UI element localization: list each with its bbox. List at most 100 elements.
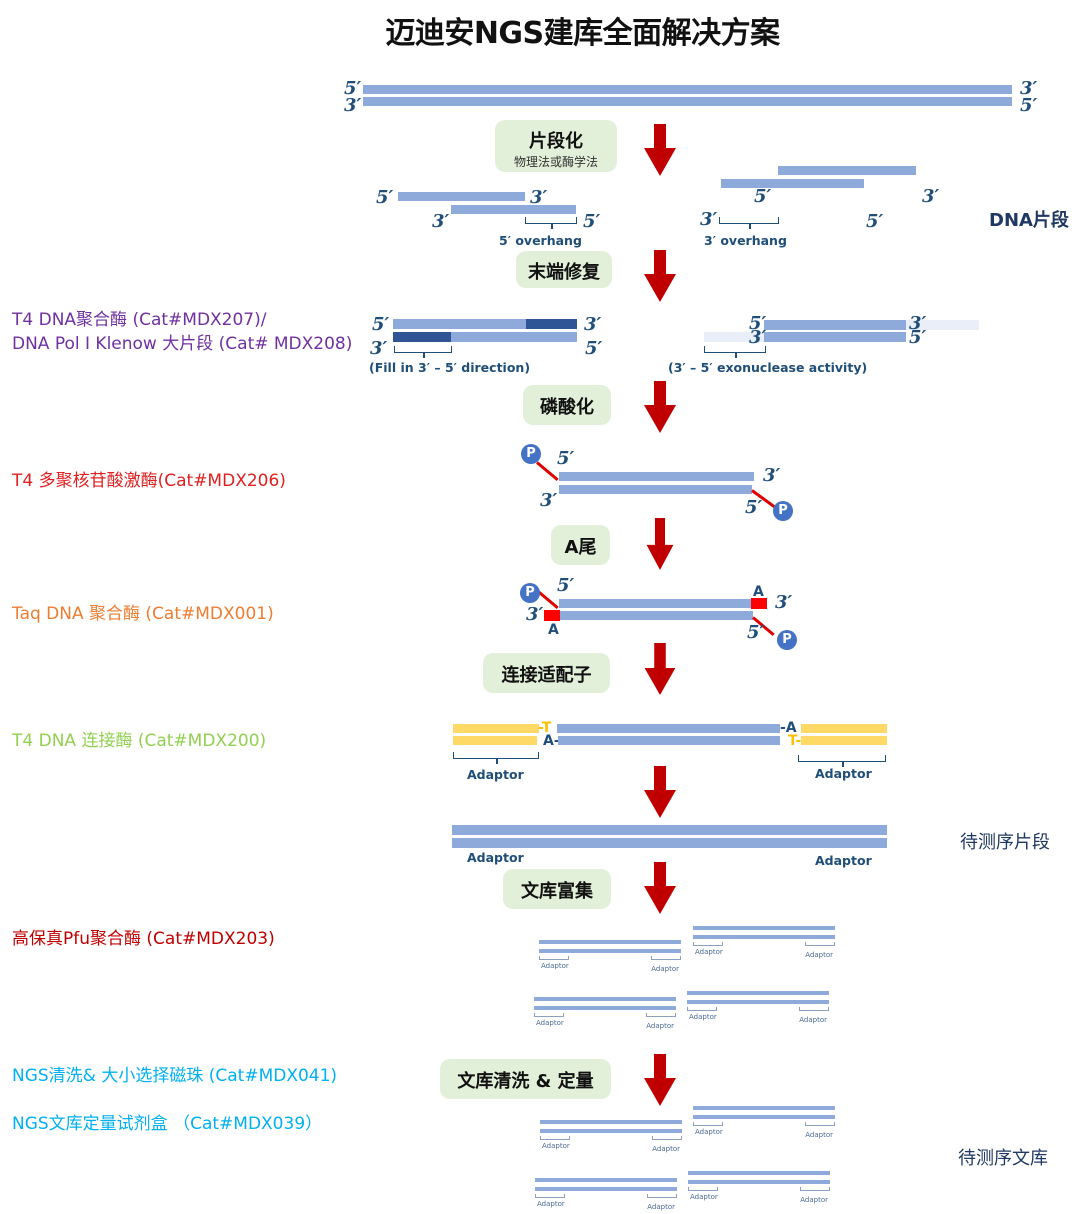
end-label: 5′ bbox=[557, 575, 575, 596]
adaptor-label: Adaptor bbox=[799, 1016, 827, 1024]
end-label: 5′ bbox=[747, 622, 765, 643]
end-label: 5′ bbox=[866, 211, 884, 232]
dna-strand bbox=[559, 485, 752, 494]
adaptor-label: Adaptor bbox=[651, 965, 679, 973]
dna-strand bbox=[559, 611, 753, 620]
adaptor-label: Adaptor bbox=[537, 1200, 565, 1208]
enzyme-t4-dna-polymerase: T4 DNA聚合酶 (Cat#MDX207)/ bbox=[12, 310, 267, 330]
down-arrow-icon bbox=[644, 124, 676, 176]
step-end-repair: 末端修复 bbox=[516, 251, 612, 288]
dna-strand bbox=[398, 192, 525, 201]
label-dna-fragment: DNA片段 bbox=[989, 210, 1069, 231]
ligation-base: A- bbox=[543, 733, 560, 749]
step-label: 连接适配子 bbox=[501, 665, 592, 686]
base-a-label: A bbox=[753, 584, 764, 600]
exonuclease-brace bbox=[704, 346, 766, 358]
phosphate-icon: P bbox=[777, 630, 797, 650]
adaptor-strand bbox=[801, 724, 887, 733]
down-arrow-icon bbox=[644, 381, 676, 433]
adaptor-label: Adaptor bbox=[690, 1193, 718, 1201]
overhang-brace bbox=[719, 217, 779, 229]
end-label: 3′ bbox=[584, 314, 602, 335]
step-label: 文库清洗 & 定量 bbox=[457, 1071, 594, 1092]
product-library-quant-kit: NGS文库定量试剂盒 （Cat#MDX039） bbox=[12, 1114, 323, 1134]
adaptor-label: Adaptor bbox=[467, 850, 524, 865]
dna-strand bbox=[559, 599, 751, 608]
annotation-fill-in: (Fill in 3′ – 5′ direction) bbox=[369, 360, 531, 375]
base-a-label: A bbox=[548, 622, 559, 638]
enzyme-taq-polymerase: Taq DNA 聚合酶 (Cat#MDX001) bbox=[12, 604, 274, 624]
ligation-base: -T bbox=[538, 720, 552, 736]
step-label: 片段化 bbox=[529, 131, 583, 152]
end-label: 3′ bbox=[432, 211, 450, 232]
step-label: A尾 bbox=[564, 537, 597, 558]
removed-segment bbox=[704, 332, 764, 342]
end-label: 3′ bbox=[540, 490, 558, 511]
adaptor-label: Adaptor bbox=[805, 1131, 833, 1139]
phosphate-icon: P bbox=[521, 444, 541, 464]
adaptor-label: Adaptor bbox=[467, 767, 524, 782]
adaptor-label: Adaptor bbox=[542, 1142, 570, 1150]
adaptor-label: Adaptor bbox=[695, 1128, 723, 1136]
dna-strand bbox=[451, 205, 576, 214]
mini-fragment: Adaptor Adaptor bbox=[687, 991, 829, 1027]
adaptor-strand bbox=[453, 736, 537, 745]
fill-in-segment bbox=[526, 319, 577, 329]
down-arrow-icon bbox=[646, 518, 674, 570]
fill-in-segment bbox=[393, 332, 451, 342]
down-arrow-icon bbox=[644, 862, 676, 914]
step-label: 磷酸化 bbox=[540, 397, 594, 418]
product-ngs-beads: NGS清洗& 大小选择磁珠 (Cat#MDX041) bbox=[12, 1066, 338, 1086]
step-sublabel: 物理法或酶学法 bbox=[513, 155, 598, 169]
end-label: 5′ bbox=[1020, 95, 1038, 116]
adaptor-label: Adaptor bbox=[815, 766, 872, 781]
enzyme-pfu-polymerase: 高保真Pfu聚合酶 (Cat#MDX203) bbox=[12, 929, 275, 949]
end-label: 5′ bbox=[749, 313, 767, 334]
mini-fragment: Adaptor Adaptor bbox=[535, 1178, 677, 1214]
end-label: 5′ bbox=[344, 78, 362, 99]
removed-segment bbox=[906, 320, 979, 330]
page-title: 迈迪安NGS建库全面解决方案 bbox=[385, 16, 780, 51]
step-fragmentation: 片段化 物理法或酶学法 bbox=[495, 120, 617, 172]
down-arrow-icon bbox=[644, 1054, 676, 1106]
end-label: 5′ bbox=[583, 211, 601, 232]
a-overhang bbox=[544, 610, 560, 621]
label-sequencing-library: 待测序文库 bbox=[958, 1148, 1048, 1169]
dna-strand bbox=[778, 166, 916, 175]
adaptor-strand bbox=[453, 724, 539, 733]
step-phosphorylation: 磷酸化 bbox=[523, 385, 611, 425]
adaptor-label: Adaptor bbox=[541, 962, 569, 970]
ligation-base: -A bbox=[780, 720, 797, 736]
dna-strand bbox=[452, 838, 887, 848]
end-label: 3′ bbox=[1020, 78, 1038, 99]
adaptor-label: Adaptor bbox=[536, 1019, 564, 1027]
end-label: 3′ bbox=[700, 209, 718, 230]
overhang-brace bbox=[525, 217, 577, 229]
step-label: 末端修复 bbox=[528, 262, 600, 283]
dna-strand bbox=[764, 320, 906, 330]
adaptor-label: Adaptor bbox=[800, 1196, 828, 1204]
mini-fragment: Adaptor Adaptor bbox=[534, 997, 676, 1033]
enzyme-t4-pnk: T4 多聚核苷酸激酶(Cat#MDX206) bbox=[12, 471, 286, 491]
dna-strand bbox=[721, 179, 864, 188]
adaptor-brace bbox=[798, 755, 886, 767]
mini-fragment: Adaptor Adaptor bbox=[539, 940, 681, 976]
dna-strand bbox=[764, 332, 906, 342]
end-label: 5′ bbox=[376, 187, 394, 208]
mini-fragment: Adaptor Adaptor bbox=[693, 1106, 835, 1142]
annotation-exonuclease: (3′ – 5′ exonuclease activity) bbox=[668, 360, 868, 375]
adaptor-label: Adaptor bbox=[647, 1203, 675, 1211]
enzyme-t4-ligase: T4 DNA 连接酶 (Cat#MDX200) bbox=[12, 731, 267, 751]
step-cleanup-quantification: 文库清洗 & 定量 bbox=[440, 1059, 611, 1099]
adaptor-label: Adaptor bbox=[689, 1013, 717, 1021]
mini-fragment: Adaptor Adaptor bbox=[688, 1171, 830, 1207]
end-label: 3′ bbox=[775, 592, 793, 613]
a-overhang bbox=[751, 598, 767, 609]
adaptor-label: Adaptor bbox=[646, 1022, 674, 1030]
dna-strand bbox=[559, 472, 754, 481]
adaptor-label: Adaptor bbox=[805, 951, 833, 959]
step-adaptor-ligation: 连接适配子 bbox=[483, 653, 610, 693]
phosphate-icon: P bbox=[520, 583, 540, 603]
